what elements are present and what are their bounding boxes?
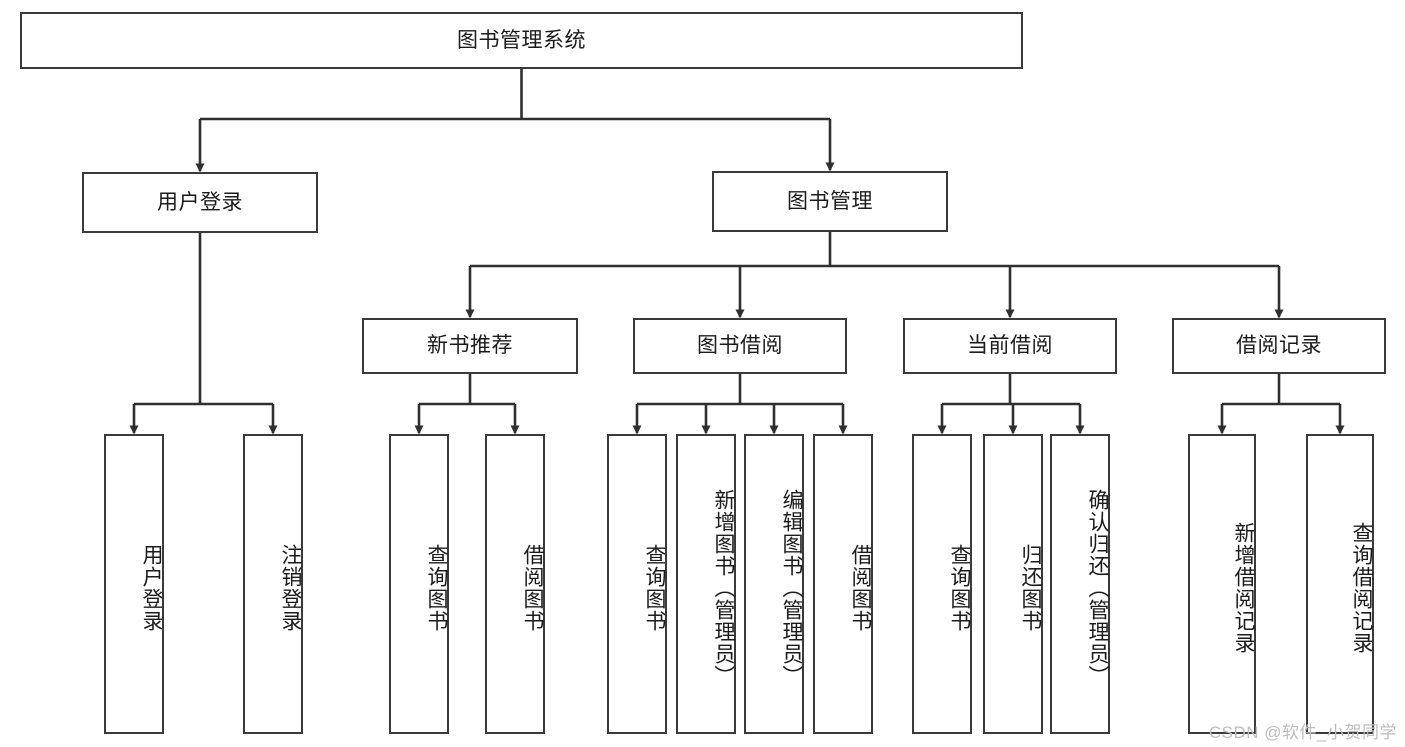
node-label: 新增图书（管理员）: [712, 489, 735, 687]
node-root[interactable]: 图书管理系统: [20, 12, 1023, 69]
node-label: 用户登录: [140, 544, 163, 632]
node-leaf_borrow_book_2[interactable]: 借阅图书: [813, 434, 873, 734]
watermark-text: CSDN @软件_小贺同学: [1208, 723, 1397, 742]
node-new_rec[interactable]: 新书推荐: [362, 318, 578, 374]
node-user_login[interactable]: 用户登录: [82, 172, 318, 233]
node-label: 借阅记录: [1236, 334, 1322, 358]
node-label: 用户登录: [157, 190, 243, 214]
node-label: 归还图书: [1019, 544, 1042, 632]
node-leaf_user_logout[interactable]: 注销登录: [243, 434, 303, 734]
node-leaf_borrow_book_1[interactable]: 借阅图书: [485, 434, 545, 734]
node-label: 查询图书: [425, 544, 448, 632]
node-label: 新书推荐: [427, 334, 513, 358]
node-label: 当前借阅: [967, 334, 1053, 358]
node-book_mgmt[interactable]: 图书管理: [712, 171, 948, 232]
node-leaf_user_login[interactable]: 用户登录: [104, 434, 164, 734]
node-label: 编辑图书（管理员）: [780, 489, 803, 687]
node-borrow_log[interactable]: 借阅记录: [1172, 318, 1386, 374]
node-cur_borrow[interactable]: 当前借阅: [903, 318, 1117, 374]
node-label: 查询图书: [643, 544, 666, 632]
node-leaf_confirm_ret[interactable]: 确认归还（管理员）: [1050, 434, 1110, 734]
node-label: 图书管理: [787, 189, 873, 213]
node-book_borrow[interactable]: 图书借阅: [633, 318, 847, 374]
node-label: 查询借阅记录: [1350, 522, 1373, 654]
node-label: 图书管理系统: [457, 28, 586, 52]
node-leaf_query_log[interactable]: 查询借阅记录: [1306, 434, 1374, 734]
node-leaf_query_book_2[interactable]: 查询图书: [607, 434, 667, 734]
node-label: 确认归还（管理员）: [1086, 489, 1109, 687]
edges-group: [129, 69, 1345, 435]
node-leaf_return_book[interactable]: 归还图书: [983, 434, 1043, 734]
node-label: 图书借阅: [697, 334, 783, 358]
node-leaf_add_book[interactable]: 新增图书（管理员）: [676, 434, 736, 734]
node-label: 借阅图书: [521, 544, 544, 632]
node-leaf_add_log[interactable]: 新增借阅记录: [1188, 434, 1256, 734]
node-label: 借阅图书: [849, 544, 872, 632]
node-label: 注销登录: [279, 544, 302, 632]
node-label: 查询图书: [948, 544, 971, 632]
node-leaf_query_book_3[interactable]: 查询图书: [912, 434, 972, 734]
node-label: 新增借阅记录: [1232, 522, 1255, 654]
node-leaf_edit_book[interactable]: 编辑图书（管理员）: [744, 434, 804, 734]
node-leaf_query_book_1[interactable]: 查询图书: [389, 434, 449, 734]
